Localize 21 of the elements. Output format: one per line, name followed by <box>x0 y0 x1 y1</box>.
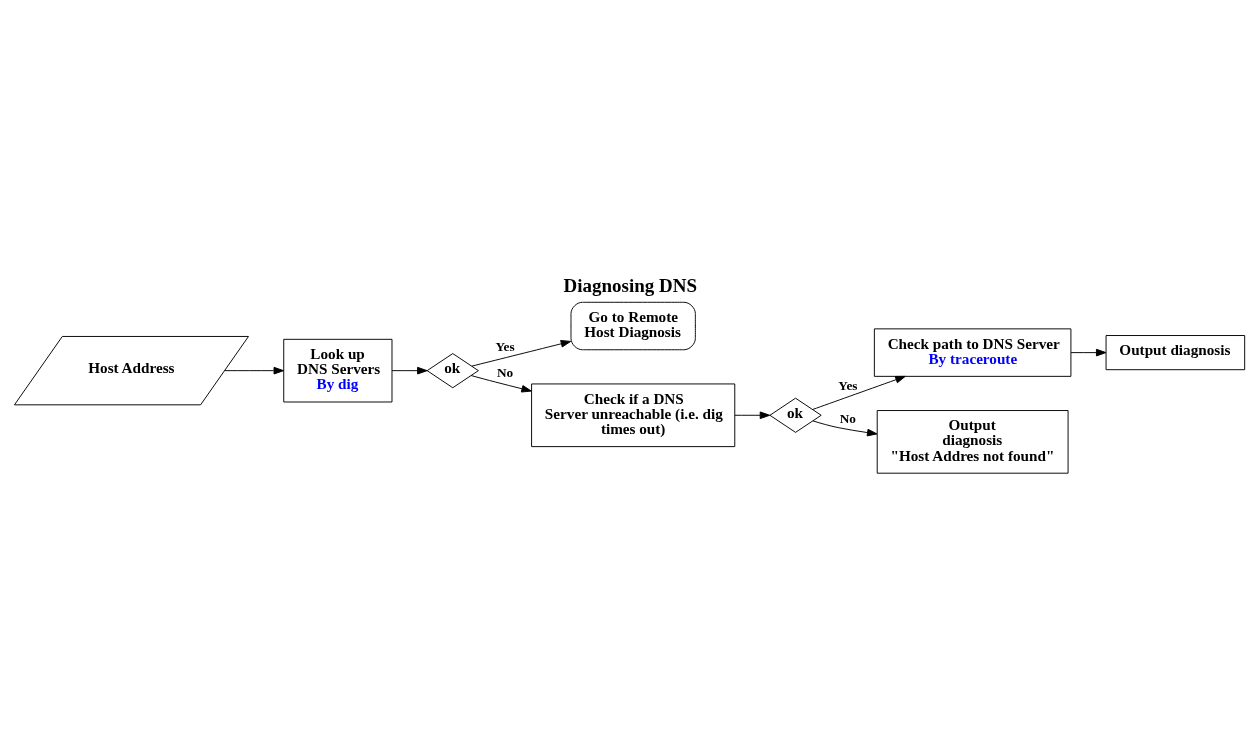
node-diamond: ok <box>426 352 479 388</box>
arrow <box>391 366 428 374</box>
edge-label: No <box>496 364 514 380</box>
node-box: Look up DNS Servers By dig <box>283 338 393 402</box>
node-diamond: ok <box>769 397 822 433</box>
node-box: Check path to DNS Server By traceroute <box>873 327 1072 377</box>
arrow <box>812 419 878 436</box>
edge-label: Yes <box>838 377 858 393</box>
arrow <box>471 339 572 367</box>
arrow <box>734 411 771 419</box>
diagram-title: Diagnosing DNS <box>563 274 697 296</box>
edge-label: Yes <box>495 338 515 354</box>
node-box: Check if a DNS Server unreachable (i.e. dig times out) <box>531 382 736 447</box>
arrow <box>812 375 906 410</box>
edge-label: No <box>839 410 856 426</box>
arrow <box>224 366 284 374</box>
arrow <box>1070 348 1107 356</box>
node-box: Output diagnosis <box>1105 334 1246 370</box>
node-box: Output diagnosis "Host Addres not found" <box>876 409 1069 474</box>
node-box: Go to Remote Host Diagnosis <box>570 301 696 350</box>
arrow <box>470 374 532 392</box>
